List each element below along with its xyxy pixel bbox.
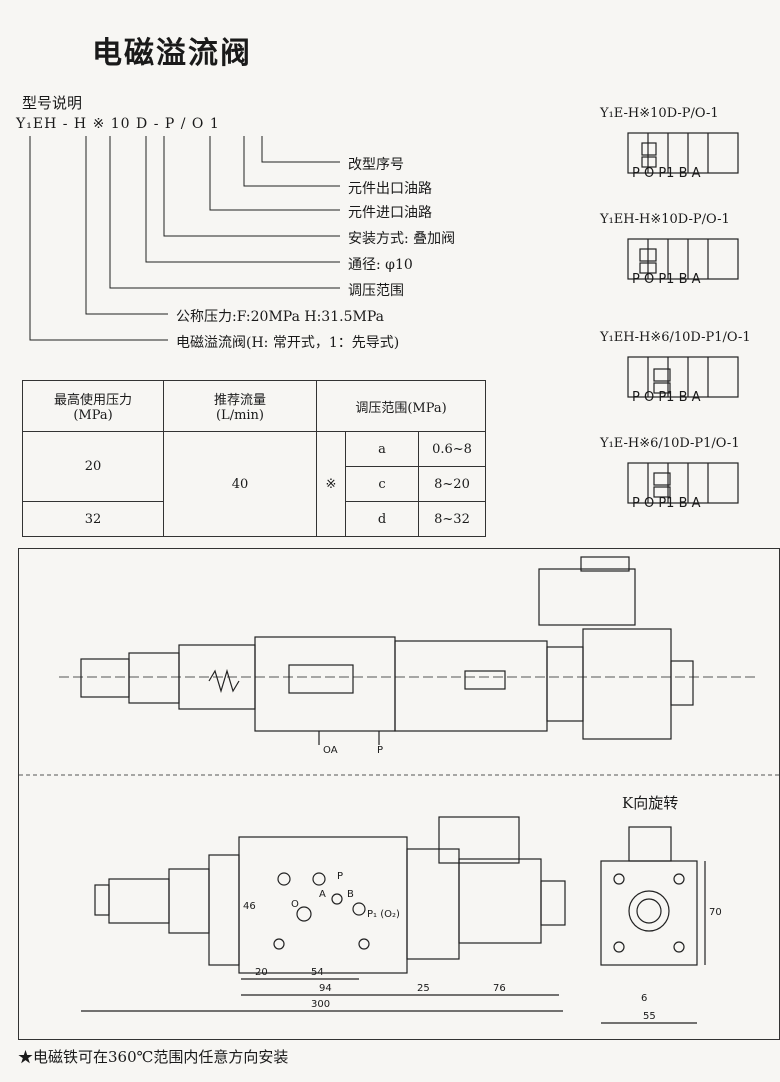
face-port-b: B: [347, 889, 354, 900]
dim-20: 20: [255, 967, 268, 978]
face-port-o: O: [291, 899, 299, 910]
mark-cell: ※: [316, 431, 346, 537]
symbol-ports: P O P1 B A: [632, 390, 701, 405]
symbol-title: Y₁EH-H※10D-P/O-1: [600, 212, 730, 227]
code-cell-0: a: [345, 431, 419, 467]
port-label-oa: OA: [323, 745, 338, 756]
symbol-block-4: Y₁E-H※6/10D-P1/O-1 P O P1 B A: [600, 436, 740, 511]
symbol-ports: P O P1 B A: [632, 272, 701, 287]
model-item-pressure-range: 调压范围: [348, 283, 404, 299]
face-port-p: P: [337, 871, 344, 882]
col2-header-cell: 推荐流量 (L/min): [163, 380, 317, 432]
technical-drawing: OA P P A O B P₁ (O₂) 20 54 94 25 76 300 …: [18, 548, 780, 1040]
model-item-diameter: 通径: φ10: [348, 257, 413, 273]
hydraulic-symbol-icon: [627, 132, 739, 174]
k-dim-6: 6: [641, 993, 648, 1004]
dim-46: 46: [243, 901, 256, 912]
model-code: Y₁EH - H ※ 10 D - P / O 1: [16, 116, 220, 132]
col1-unit: (MPa): [73, 408, 113, 423]
symbol-block-1: Y₁E-H※10D-P/O-1 P O P1 B A: [600, 106, 740, 181]
symbol-block-2: Y₁EH-H※10D-P/O-1 P O P1 B A: [600, 212, 740, 287]
symbol-ports: P O P1 B A: [632, 166, 701, 181]
hydraulic-symbol-icon: [627, 462, 739, 504]
dim-76: 76: [493, 983, 506, 994]
k-dim-70: 70: [709, 907, 722, 918]
face-port-a: A: [319, 889, 326, 900]
range-cell-1: 8~20: [418, 466, 486, 502]
col2-header: 推荐流量: [213, 393, 266, 408]
code-cell-2: d: [345, 501, 419, 537]
range-cell-0: 0.6~8: [418, 431, 486, 467]
dim-54: 54: [311, 967, 324, 978]
symbol-ports: P O P1 B A: [632, 496, 701, 511]
valve-drawing-icon: [19, 556, 779, 1024]
model-item-inlet: 元件进口油路: [348, 205, 432, 221]
model-item-outlet: 元件出口油路: [348, 181, 432, 197]
col3-header: 调压范围(MPa): [316, 380, 486, 432]
symbol-title: Y₁E-H※6/10D-P1/O-1: [600, 436, 740, 451]
model-heading: 型号说明: [22, 94, 83, 112]
k-view-title: K向旋转: [622, 794, 679, 812]
face-port-p1: P₁ (O₂): [367, 909, 400, 920]
col1-header-cell: 最高使用压力 (MPa): [22, 380, 164, 432]
pressure-cell-0: 20: [22, 431, 164, 502]
footnote: ★电磁铁可在360℃范围内任意方向安装: [18, 1048, 289, 1066]
symbol-block-3: Y₁EH-H※6/10D-P1/O-1 P O P1 B A: [600, 330, 751, 405]
pressure-cell-1: 32: [22, 501, 164, 537]
dim-300: 300: [311, 999, 331, 1010]
col2-unit: (L/min): [215, 408, 264, 423]
symbol-title: Y₁E-H※10D-P/O-1: [600, 106, 719, 121]
dim-94: 94: [319, 983, 332, 994]
code-cell-1: c: [345, 466, 419, 502]
flow-cell: 40: [163, 431, 317, 537]
model-item-revision: 改型序号: [348, 157, 404, 173]
model-item-nominal-pressure: 公称压力:F:20MPa H:31.5MPa: [176, 309, 384, 325]
hydraulic-symbol-icon: [627, 356, 739, 398]
model-item-valve-type: 电磁溢流阀(H: 常开式，1：先导式): [176, 335, 400, 351]
hydraulic-symbol-icon: [627, 238, 739, 280]
page-title: 电磁溢流阀: [92, 36, 252, 71]
range-cell-2: 8~32: [418, 501, 486, 537]
port-label-p: P: [377, 745, 384, 756]
symbol-title: Y₁EH-H※6/10D-P1/O-1: [600, 330, 751, 345]
model-item-mounting: 安装方式: 叠加阀: [348, 231, 456, 247]
spec-table: 最高使用压力 (MPa) 推荐流量 (L/min) 调压范围(MPa) 20 4…: [22, 380, 486, 537]
dim-25: 25: [417, 983, 430, 994]
col1-header: 最高使用压力: [53, 393, 132, 408]
k-dim-55: 55: [643, 1011, 656, 1022]
model-leader-lines: [29, 136, 340, 341]
